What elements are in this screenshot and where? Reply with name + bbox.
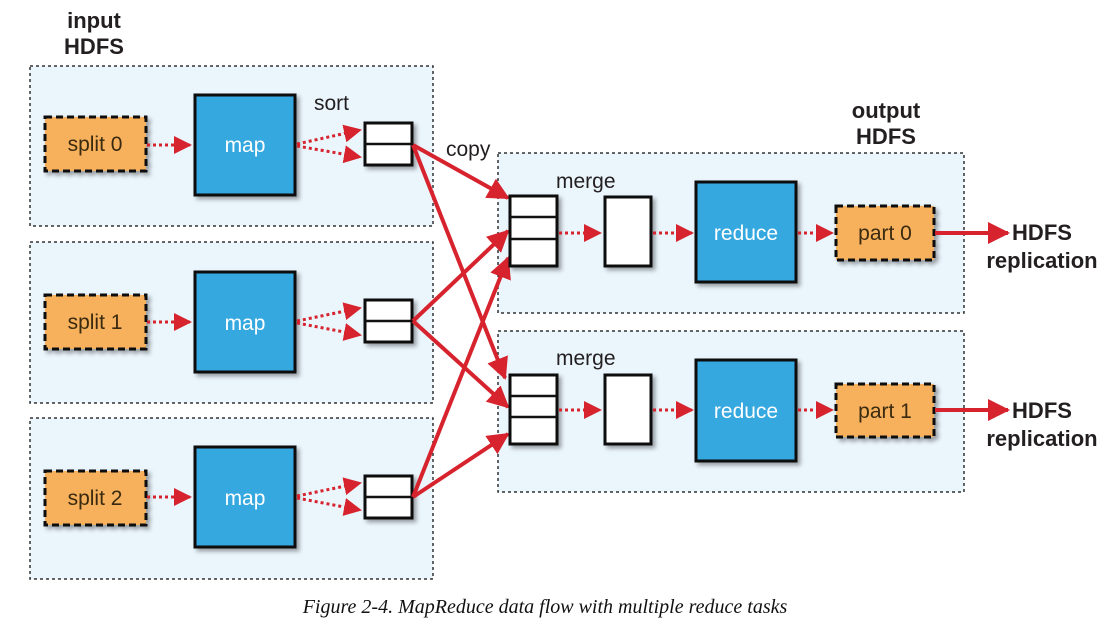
split-label: split 2 [68, 487, 123, 510]
copy-arrow-m2-r1 [411, 432, 510, 499]
map-task-label: map [225, 134, 266, 157]
sort-arrow [296, 124, 362, 146]
map-row-1: split 1 map [43, 270, 414, 374]
reduce-row-0: merge reduce part 0 HDFS replication [508, 170, 1098, 284]
reduce-task-label: reduce [714, 222, 778, 245]
map-task-label: map [225, 487, 266, 510]
copy-arrow-m0-r1 [411, 144, 508, 380]
copy-arrow-m2-r0 [411, 256, 511, 498]
sort-label: sort [314, 92, 349, 115]
reduce-task-box [694, 358, 798, 463]
merge-input-buffer [508, 373, 559, 446]
map-task-box [193, 93, 297, 197]
split-label: split 1 [68, 311, 123, 334]
merged-file-box [603, 373, 653, 446]
merge-input-buffer [508, 194, 559, 268]
replication-label-line2: replication [986, 426, 1097, 451]
split-box [43, 115, 148, 173]
map-task-box [193, 270, 297, 374]
copy-arrow-m0-r0 [412, 143, 510, 200]
output-part-box [834, 382, 936, 439]
output-part-box [834, 204, 936, 262]
reduce-task-label: reduce [714, 400, 778, 423]
map-task-box [193, 445, 297, 549]
replication-label-line1: HDFS [1012, 220, 1072, 245]
sort-arrow [296, 321, 362, 341]
sort-arrow [296, 477, 362, 498]
replication-label-line1: HDFS [1012, 398, 1072, 423]
input-hdfs-label-line2: HDFS [64, 34, 124, 59]
copy-label: copy [446, 138, 491, 161]
input-hdfs-label-line1: input [67, 8, 121, 33]
figure-caption: Figure 2-4. MapReduce data flow with mul… [302, 596, 788, 618]
map-row-0: split 0 map [43, 93, 414, 197]
merged-file-box [603, 195, 653, 268]
output-part-label: part 0 [858, 222, 912, 245]
output-hdfs-label-line1: output [852, 98, 921, 123]
split-box [43, 293, 148, 351]
output-part-label: part 1 [858, 400, 912, 423]
reduce-row-1: merge reduce part 1 HDFS replication [508, 347, 1098, 463]
copy-arrows [411, 143, 511, 499]
sort-arrow [296, 144, 362, 164]
replication-label-line2: replication [986, 248, 1097, 273]
map-row-2: split 2 map [43, 445, 414, 549]
sort-arrow [296, 496, 362, 516]
merge-label: merge [556, 170, 616, 193]
copy-arrow-m1-r1 [411, 319, 510, 409]
split-label: split 0 [68, 133, 123, 156]
map-task-label: map [225, 312, 266, 335]
sort-arrow [296, 302, 362, 323]
reduce-task-box [694, 180, 798, 284]
output-hdfs-label-line2: HDFS [856, 124, 916, 149]
merge-label: merge [556, 347, 616, 370]
split-box [43, 469, 148, 527]
copy-arrow-m1-r0 [411, 229, 510, 323]
